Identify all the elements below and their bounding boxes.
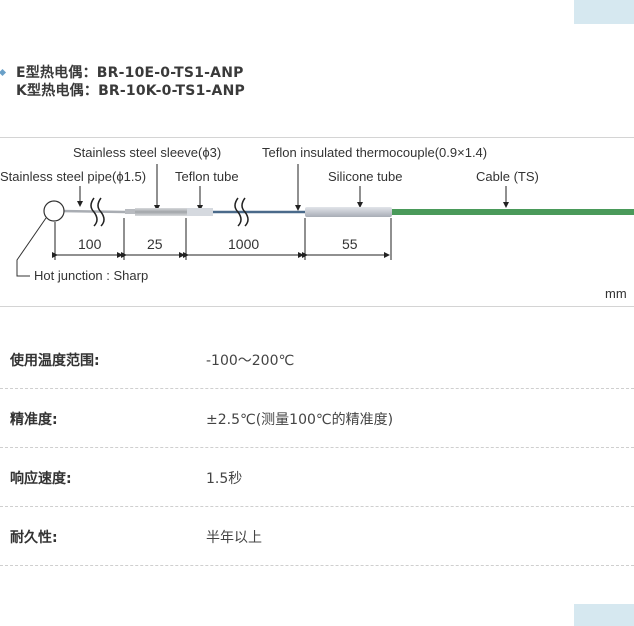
spec-label: 耐久性: bbox=[10, 530, 58, 546]
spec-row: 响应速度: 1.5秒 bbox=[0, 448, 634, 507]
label-unit: mm bbox=[605, 286, 627, 301]
corner-decoration-top bbox=[574, 0, 634, 24]
label-thermocouple: Teflon insulated thermocouple(0.9×1.4) bbox=[262, 145, 487, 160]
dim-100: 100 bbox=[78, 236, 102, 252]
label-silicone-tube: Silicone tube bbox=[328, 169, 402, 184]
model-type-label: K型热电偶： bbox=[16, 83, 99, 99]
model-part-number: BR-10K-0-TS1-ANP bbox=[98, 83, 245, 99]
dim-25: 25 bbox=[147, 236, 163, 252]
spec-table: 使用温度范围: -100～200℃ 精准度: ±2.5℃(测量100℃的精准度)… bbox=[0, 330, 634, 566]
model-type-label: E型热电偶： bbox=[16, 65, 97, 81]
spec-value: 半年以上 bbox=[206, 530, 262, 546]
label-hot-junction: Hot junction : Sharp bbox=[34, 268, 148, 283]
label-teflon-tube: Teflon tube bbox=[175, 169, 239, 184]
corner-decoration-bottom bbox=[574, 604, 634, 626]
model-part-number: BR-10E-0-TS1-ANP bbox=[96, 65, 244, 81]
divider bbox=[0, 306, 634, 307]
bullet-icon bbox=[0, 68, 7, 77]
spec-value: ±2.5℃(测量100℃的精准度) bbox=[206, 412, 394, 428]
model-k: K型热电偶：BR-10K-0-TS1-ANP bbox=[0, 82, 245, 100]
spec-value: -100～200℃ bbox=[206, 353, 295, 369]
thermocouple-diagram: Stainless steel sleeve(ϕ3) Teflon insula… bbox=[0, 138, 634, 306]
spec-label: 精准度: bbox=[10, 412, 58, 428]
label-sleeve: Stainless steel sleeve(ϕ3) bbox=[73, 145, 221, 160]
spec-label: 响应速度: bbox=[10, 471, 72, 487]
spec-label: 使用温度范围: bbox=[10, 353, 100, 369]
model-list: E型热电偶：BR-10E-0-TS1-ANP K型热电偶：BR-10K-0-TS… bbox=[0, 64, 245, 100]
divider bbox=[0, 137, 634, 138]
dim-55: 55 bbox=[342, 236, 358, 252]
model-e: E型热电偶：BR-10E-0-TS1-ANP bbox=[0, 64, 245, 82]
dim-1000: 1000 bbox=[228, 236, 259, 252]
spec-row: 使用温度范围: -100～200℃ bbox=[0, 330, 634, 389]
spec-row: 耐久性: 半年以上 bbox=[0, 507, 634, 566]
spec-value: 1.5秒 bbox=[206, 471, 243, 487]
spec-row: 精准度: ±2.5℃(测量100℃的精准度) bbox=[0, 389, 634, 448]
label-pipe: Stainless steel pipe(ϕ1.5) bbox=[0, 169, 146, 184]
label-cable: Cable (TS) bbox=[476, 169, 539, 184]
